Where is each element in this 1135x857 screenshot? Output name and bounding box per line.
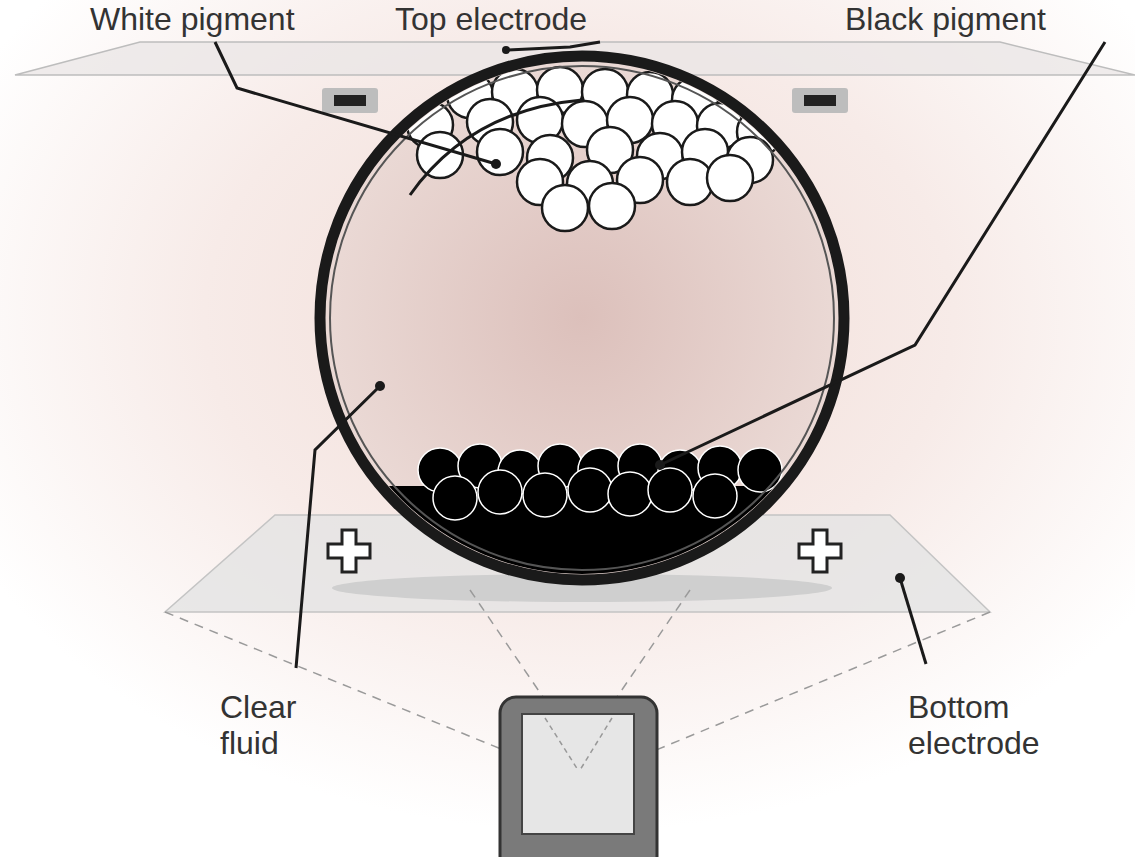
- black-pigment-particle: [568, 468, 612, 512]
- black-pigment-particle: [738, 448, 782, 492]
- black-pigment-particle: [478, 470, 522, 514]
- black-pigment-particle: [648, 468, 692, 512]
- white-pigment-particle: [707, 155, 753, 201]
- white-pigment-particle: [542, 185, 588, 231]
- negative-charge-symbol: [322, 88, 848, 113]
- electrode-label: Bottom electrode: [908, 690, 1083, 762]
- fluid-label: Clear fluid: [220, 690, 350, 762]
- white-pigment-particle: [417, 132, 463, 178]
- black-pigment-particle: [433, 476, 477, 520]
- black-pigment-particle: [608, 472, 652, 516]
- black-pigment-particle: [693, 474, 737, 518]
- pigment-label: White pigment: [90, 2, 295, 38]
- leader-dots: [375, 46, 905, 583]
- black-pigment-particle: [523, 473, 567, 517]
- positive-charge-symbol: [328, 530, 841, 572]
- capsule-inner-wall: [330, 66, 834, 570]
- pigment-label: Black pigment: [845, 2, 1046, 38]
- leader-lines: [215, 42, 1105, 668]
- white-pigment-particle: [589, 183, 635, 229]
- white-pigment-particle: [477, 129, 523, 175]
- e-reader-device: [500, 697, 657, 857]
- electrode-label: Top electrode: [395, 2, 587, 38]
